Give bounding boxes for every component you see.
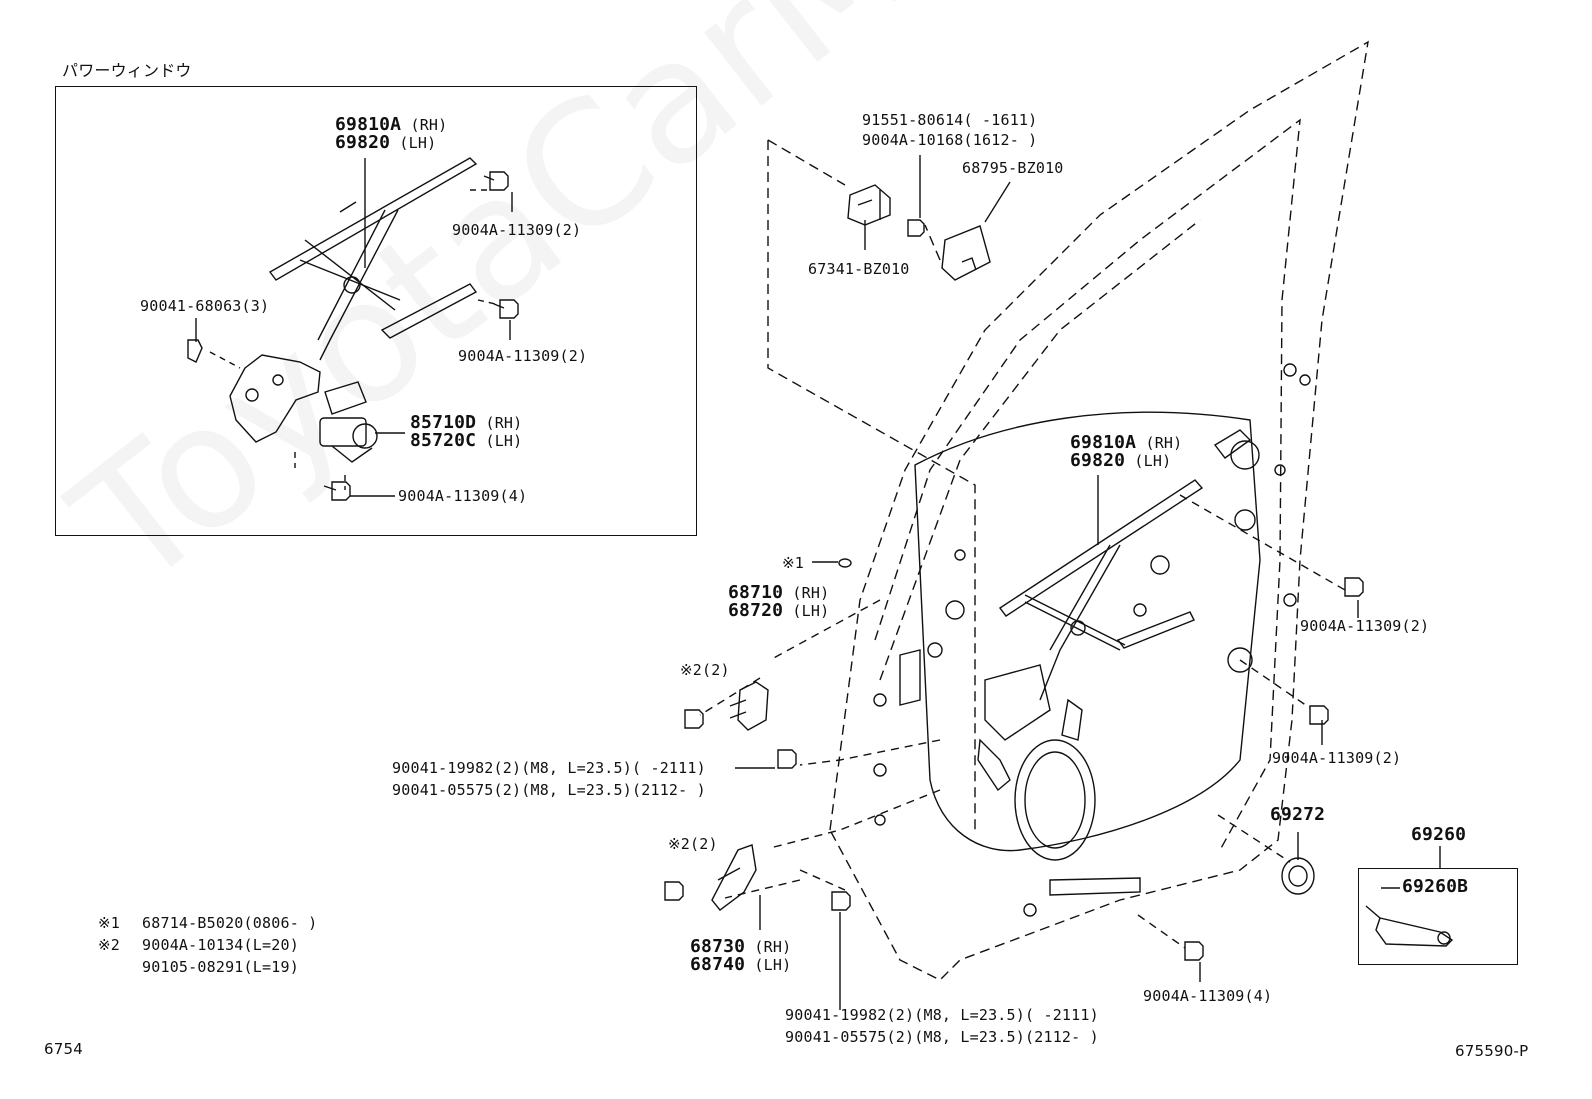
lower-hinge-label: 68730 (RH) 68740 (LH) (690, 936, 792, 975)
upper-hinge-part-lh: 68720 (728, 600, 784, 621)
upper-hinge-part-rh: 68710 (728, 582, 784, 603)
grommet-label: 69272 (1270, 804, 1326, 825)
lower-hinge-suffix-lh: (LH) (754, 956, 792, 974)
inset-bolt-top-label: 9004A-11309(2) (452, 221, 582, 239)
inset-motor-label: 85710D (RH) 85720C (LH) (410, 412, 523, 451)
lower-hinge-part-rh: 68730 (690, 936, 746, 957)
inset-motor-part-rh: 85710D (410, 412, 477, 433)
note-row: ※2 9004A-10134(L=20) (98, 936, 317, 958)
grommet-and-handle (1281, 857, 1454, 947)
inset-regulator-part-rh: 69810A (335, 114, 402, 135)
main-regulator-part-lh: 69820 (1070, 450, 1126, 471)
note-row: ※1 68714-B5020(0806- ) (98, 914, 317, 936)
door-panel-drawing (767, 40, 1369, 981)
door-regulator-drawing (977, 479, 1204, 792)
lower-hinge-part-lh: 68740 (690, 954, 746, 975)
hinge-bolts-b-line2: 90041-05575(2)(M8, L=23.5)(2112- ) (785, 1028, 1099, 1046)
note1-marker: ※1 (782, 554, 804, 572)
top-module-label: 68795-BZ010 (962, 159, 1064, 177)
top-part-line1: 91551-80614( -1611) (862, 111, 1038, 129)
footer-right-code: 675590-P (1455, 1042, 1529, 1060)
top-bracket-label: 67341-BZ010 (808, 260, 910, 278)
inset-regulator-suffix-lh: (LH) (399, 134, 437, 152)
top-part-line2: 9004A-10168(1612- ) (862, 131, 1038, 149)
lower-hinge-bolt-label: ※2(2) (668, 835, 718, 853)
note-text: 90105-08291(L=19) (142, 958, 299, 976)
upper-hinge-bolt-label: ※2(2) (680, 661, 730, 679)
door-inner-structure (873, 363, 1311, 917)
inset-bolt-mid-label: 9004A-11309(2) (458, 347, 588, 365)
upper-hinge-label: 68710 (RH) 68720 (LH) (728, 582, 830, 621)
main-regulator-label: 69810A (RH) 69820 (LH) (1070, 432, 1183, 471)
inset-motor-suffix-rh: (RH) (485, 414, 523, 432)
main-bolt-right-upper-label: 9004A-11309(2) (1300, 617, 1430, 635)
main-regulator-part-rh: 69810A (1070, 432, 1137, 453)
footer-left-code: 6754 (44, 1040, 83, 1058)
section-title: パワーウィンドウ (62, 61, 192, 80)
hinge-bolts-b-line1: 90041-19982(2)(M8, L=23.5)( -2111) (785, 1006, 1099, 1024)
hinge-bolts-a-line2: 90041-05575(2)(M8, L=23.5)(2112- ) (392, 781, 706, 799)
main-bolt-right-lower-label: 9004A-11309(2) (1272, 749, 1402, 767)
inset-motor-part-lh: 85720C (410, 430, 477, 451)
handle-box (1358, 868, 1518, 965)
main-bolt-bottom-label: 9004A-11309(4) (1143, 987, 1273, 1005)
main-dashed-leaders (699, 494, 1346, 949)
note-mark: ※2 (98, 936, 120, 954)
hinge-bolts-a-line1: 90041-19982(2)(M8, L=23.5)( -2111) (392, 759, 706, 777)
note-text: 9004A-10134(L=20) (142, 936, 299, 954)
main-regulator-suffix-lh: (LH) (1134, 452, 1172, 470)
lower-hinge-suffix-rh: (RH) (754, 938, 792, 956)
note-row: 90105-08291(L=19) (98, 958, 317, 980)
inset-leader-lines (195, 158, 513, 497)
main-regulator-suffix-rh: (RH) (1145, 434, 1183, 452)
note-text: 68714-B5020(0806- ) (142, 914, 318, 932)
inset-regulator-part-lh: 69820 (335, 132, 391, 153)
handle-label: 69260 (1411, 824, 1467, 845)
upper-hinge-suffix-rh: (RH) (792, 584, 830, 602)
inset-bolt-bottom-label: 9004A-11309(4) (398, 487, 528, 505)
inset-regulator-label: 69810A (RH) 69820 (LH) (335, 114, 448, 153)
main-bolts (664, 558, 1364, 961)
handle-knob-label: 69260B (1402, 876, 1469, 897)
inset-rivet-label: 90041-68063(3) (140, 297, 270, 315)
inset-regulator-suffix-rh: (RH) (410, 116, 448, 134)
upper-hinge-suffix-lh: (LH) (792, 602, 830, 620)
inset-frame (55, 86, 697, 536)
main-leader-lines (735, 155, 1441, 1010)
top-bracket-module (847, 184, 991, 281)
notes-block: ※1 68714-B5020(0806- ) ※2 9004A-10134(L=20… (98, 914, 317, 980)
inset-regulator-drawing (209, 157, 501, 490)
note-mark: ※1 (98, 914, 120, 932)
main-hinges (711, 681, 769, 911)
inset-motor-suffix-lh: (LH) (485, 432, 523, 450)
